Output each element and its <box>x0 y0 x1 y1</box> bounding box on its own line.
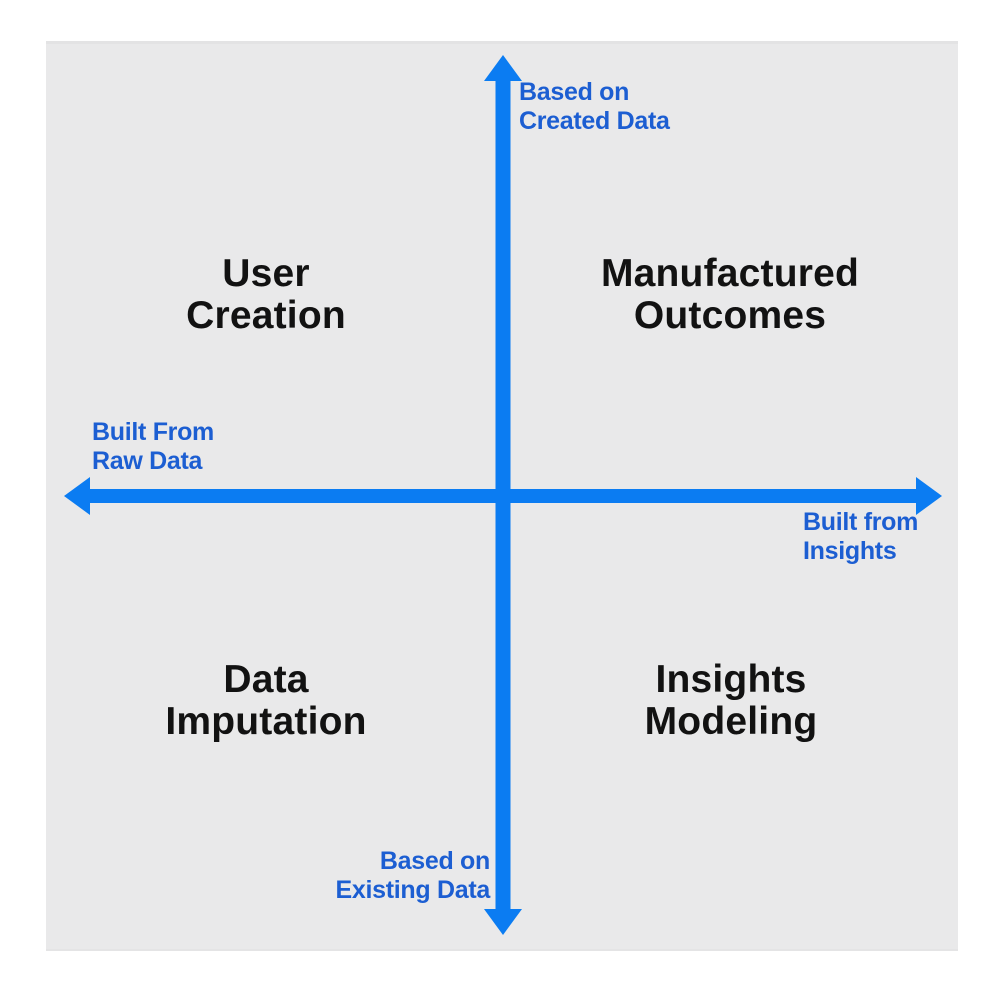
arrowhead-left-icon <box>64 477 90 515</box>
quadrant-label-top-left: User Creation <box>186 252 346 337</box>
arrowhead-right-icon <box>916 477 942 515</box>
axis-label-right: Built from Insights <box>803 508 919 565</box>
axes-graphic <box>64 55 942 935</box>
axis-label-bottom: Based on Existing Data <box>335 847 491 904</box>
arrowhead-down-icon <box>484 909 522 935</box>
quadrant-label-bottom-right: Insights Modeling <box>644 658 818 743</box>
quadrant-panel: Based on Created Data Built From Raw Dat… <box>46 41 958 951</box>
arrowhead-up-icon <box>484 55 522 81</box>
axis-label-left: Built From Raw Data <box>92 418 214 475</box>
quadrant-label-top-right: Manufactured Outcomes <box>600 252 860 337</box>
axis-label-top: Based on Created Data <box>519 78 670 135</box>
quadrant-label-bottom-left: Data Imputation <box>165 658 367 743</box>
